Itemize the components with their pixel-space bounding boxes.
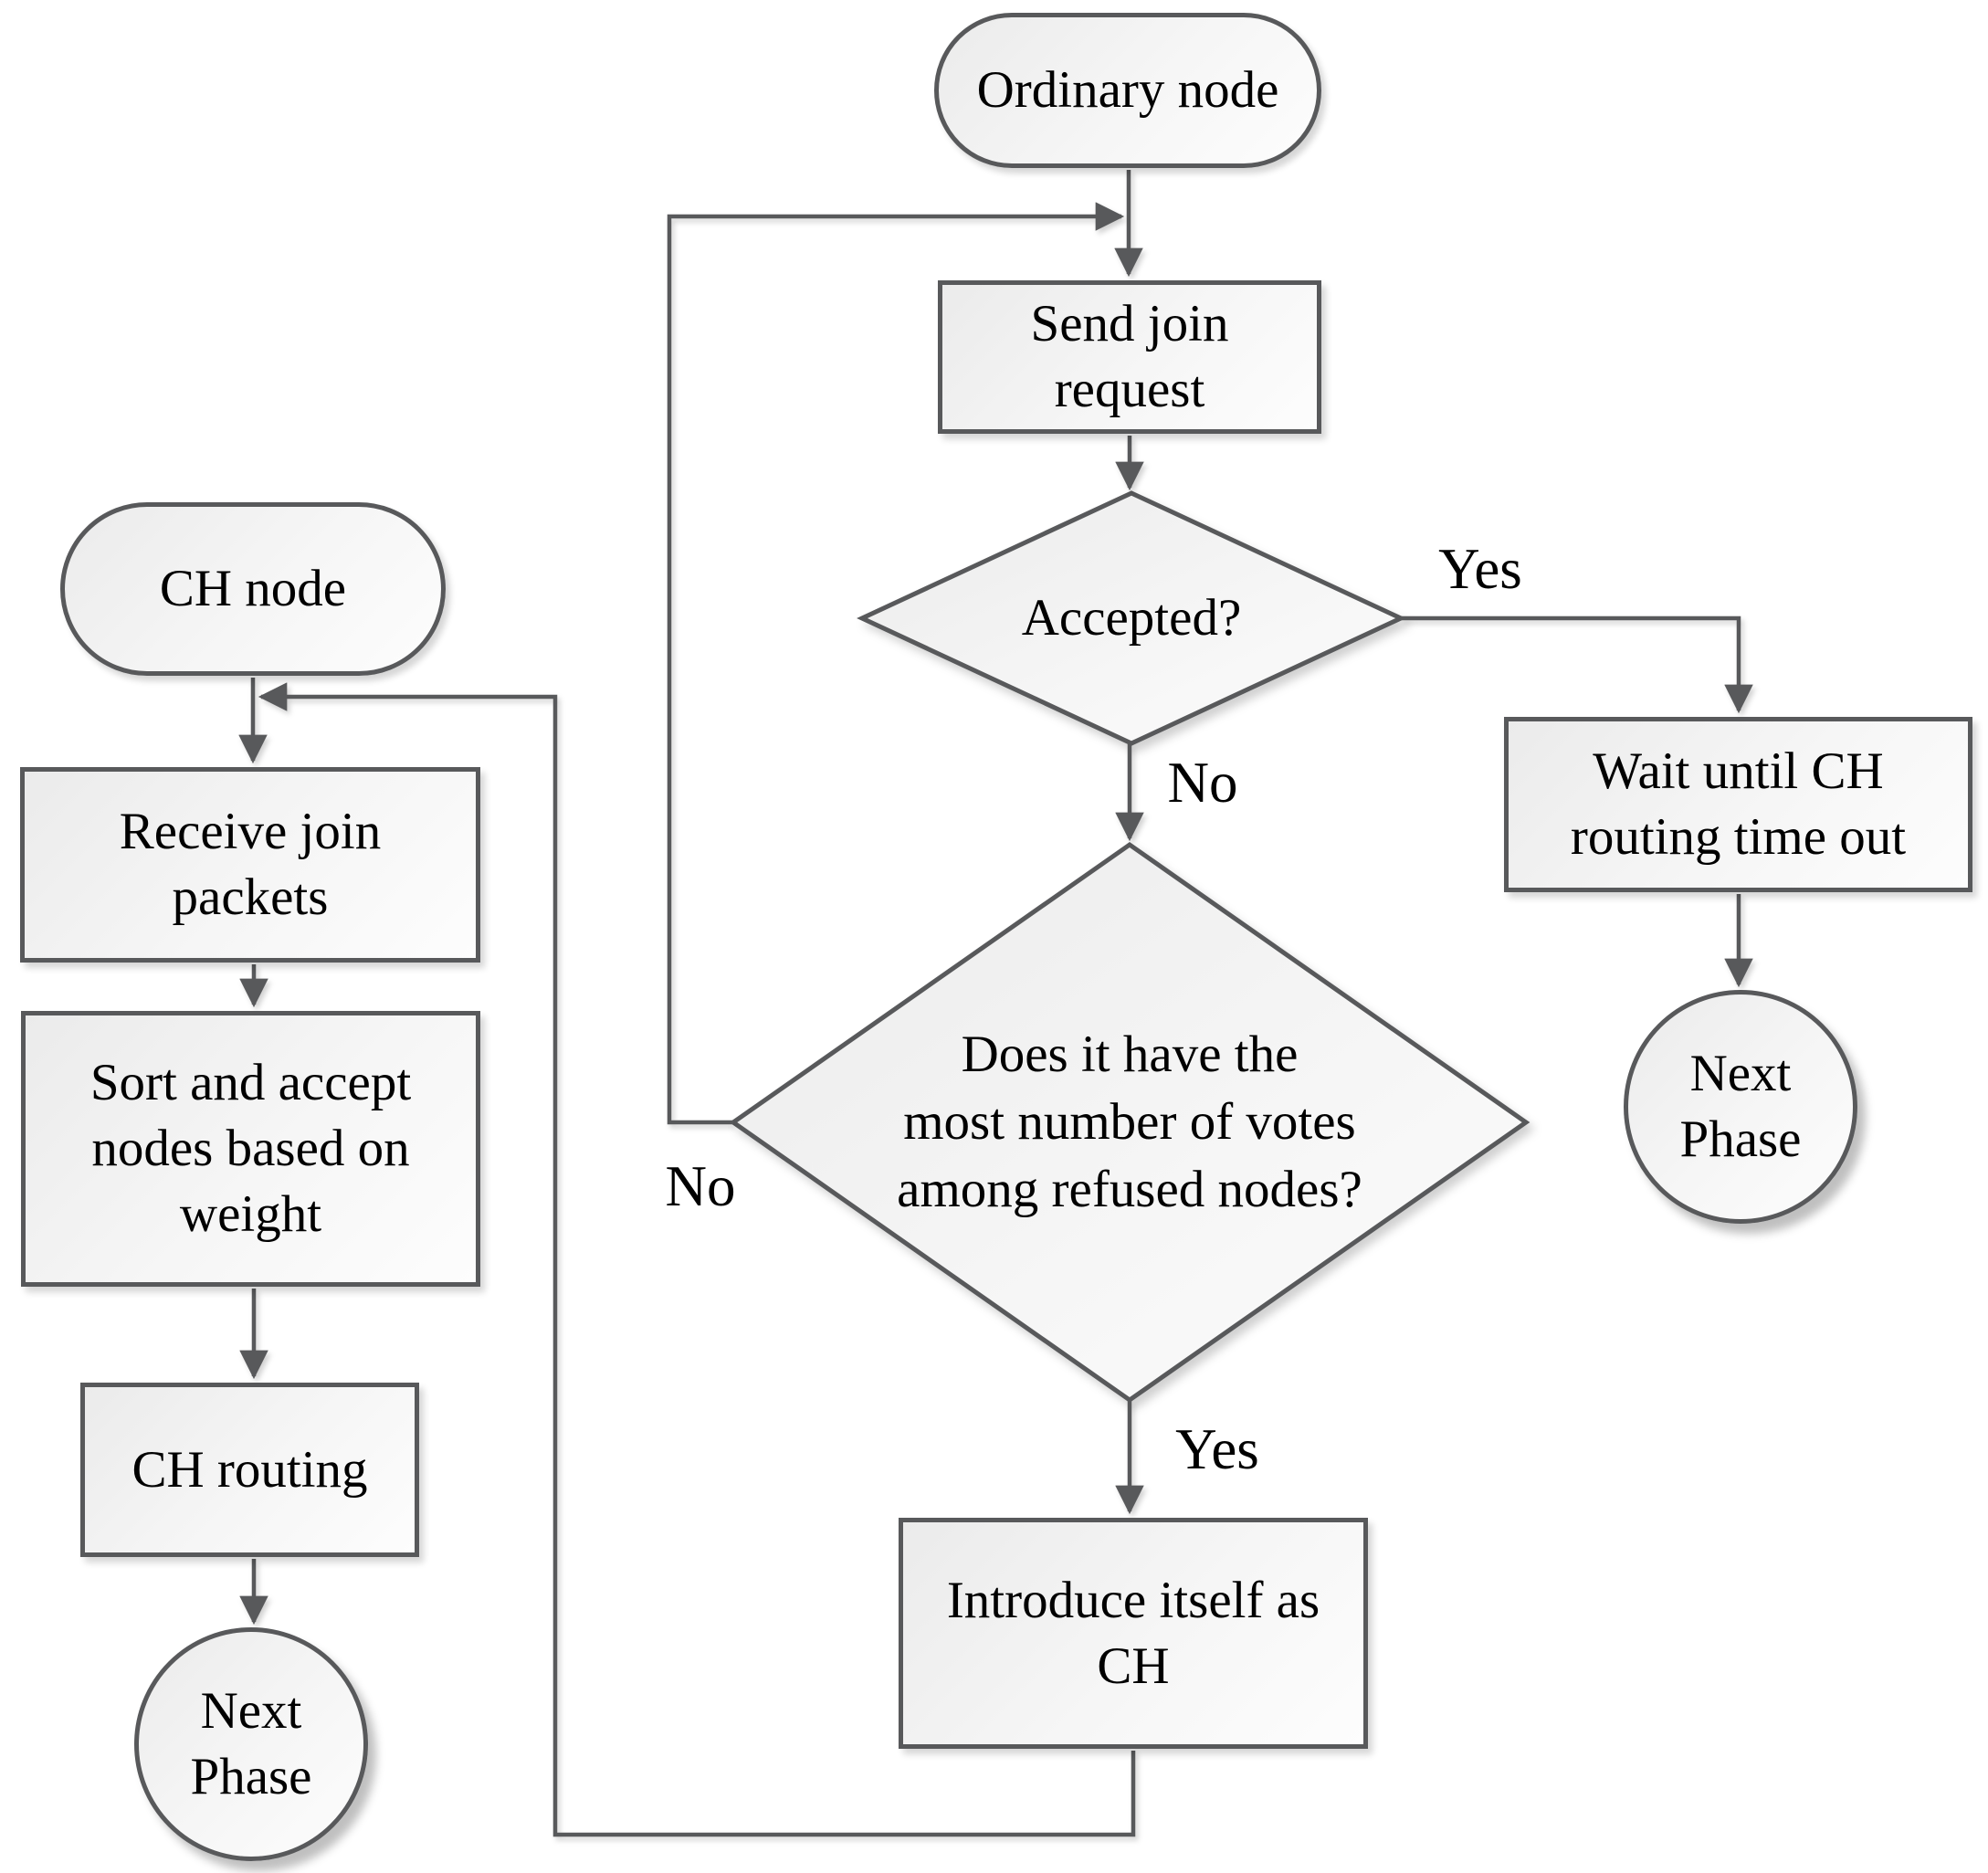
edges <box>238 170 1753 1837</box>
node-send-join-request: Send join request <box>938 280 1321 434</box>
node-receive-join-packets: Receive join packets <box>20 767 480 963</box>
node-next-phase-left: Next Phase <box>134 1627 368 1861</box>
accepted-diamond <box>857 490 1406 746</box>
node-ch-routing: CH routing <box>80 1383 419 1557</box>
edge-votes-no-loop <box>667 202 1125 1125</box>
node-introduce-itself-as-ch: Introduce itself as CH <box>899 1518 1368 1749</box>
edge-label-votes-yes: Yes <box>1175 1417 1259 1481</box>
node-wait-until-ch-routing-time-out: Wait until CH routing time out <box>1504 717 1972 892</box>
edge-label-accepted-no: No <box>1167 751 1238 815</box>
votes-diamond <box>729 841 1530 1404</box>
edge-accepted-yes-to-wait <box>1401 616 1753 714</box>
edge-label-votes-no: No <box>665 1154 736 1218</box>
node-ch-node: CH node <box>60 502 446 676</box>
decision-shapes <box>729 490 1530 1404</box>
edge-introduce-feedback-to-ch <box>258 682 1136 1837</box>
node-next-phase-right: Next Phase <box>1624 990 1857 1224</box>
edge-label-accepted-yes: Yes <box>1438 537 1522 601</box>
node-ordinary-node: Ordinary node <box>934 13 1321 168</box>
node-sort-and-accept-nodes: Sort and accept nodes based on weight <box>21 1011 480 1287</box>
